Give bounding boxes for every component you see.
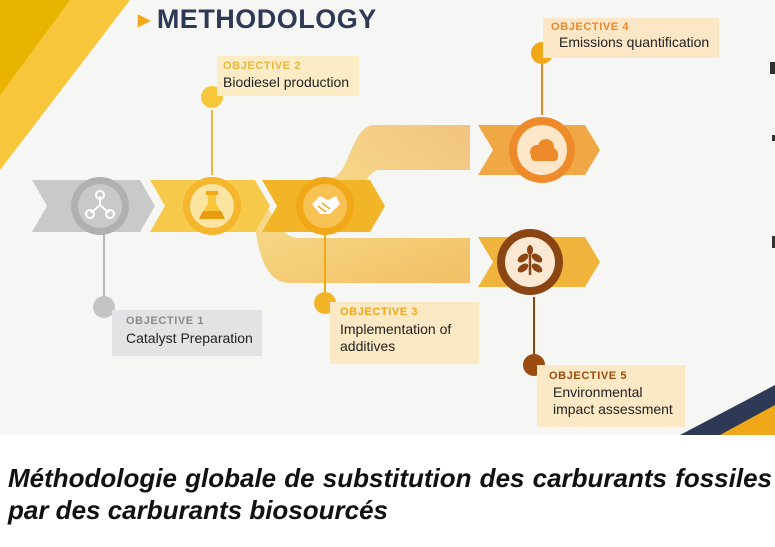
handshake-icon	[312, 196, 340, 214]
plant-icon	[517, 245, 543, 275]
edge-mark-2	[772, 135, 775, 141]
objective-3-label: Implementation of additives	[340, 321, 452, 354]
objective-5-box: OBJECTIVE 5 Environmental impact assessm…	[537, 365, 685, 427]
corner-decoration-top-left-inner	[0, 0, 70, 95]
edge-mark-3	[772, 236, 775, 248]
molecule-icon	[85, 190, 115, 219]
objective-4-key: OBJECTIVE 4	[551, 21, 630, 33]
methodology-panel: ▶ METHODOLOGY OBJECTIVE 1 Catalyst Prepa…	[0, 0, 775, 435]
objective-4-box: OBJECTIVE 4 Emissions quantification	[543, 18, 719, 58]
objective-1-label: Catalyst Preparation	[126, 330, 253, 346]
play-arrow-icon: ▶	[138, 11, 151, 29]
figure-caption: Méthodologie globale de substitution des…	[8, 463, 772, 525]
objective-5-key: OBJECTIVE 5	[549, 370, 628, 382]
objective-3-key: OBJECTIVE 3	[340, 306, 419, 318]
objective-2-box: OBJECTIVE 2 Biodiesel production	[217, 56, 359, 96]
cloud-icon	[530, 139, 558, 161]
corner-decoration-bottom-right-accent	[720, 405, 775, 435]
page-title: ▶ METHODOLOGY	[138, 4, 377, 35]
title-text: METHODOLOGY	[156, 4, 377, 34]
edge-mark-1	[770, 62, 775, 74]
objective-4-label: Emissions quantification	[559, 34, 710, 50]
objective-2-label: Biodiesel production	[223, 74, 350, 90]
objective-2-key: OBJECTIVE 2	[223, 60, 302, 72]
objective-3-box: OBJECTIVE 3 Implementation of additives	[330, 302, 479, 364]
objective-5-label: Environmental impact assessment	[553, 384, 673, 417]
flow-band-lower	[245, 205, 470, 283]
objective-1-key: OBJECTIVE 1	[126, 315, 205, 327]
objective-1-box: OBJECTIVE 1 Catalyst Preparation	[112, 310, 262, 356]
connector-dot-1	[93, 296, 115, 318]
flask-icon	[199, 191, 225, 219]
flow-band-upper	[330, 125, 470, 230]
